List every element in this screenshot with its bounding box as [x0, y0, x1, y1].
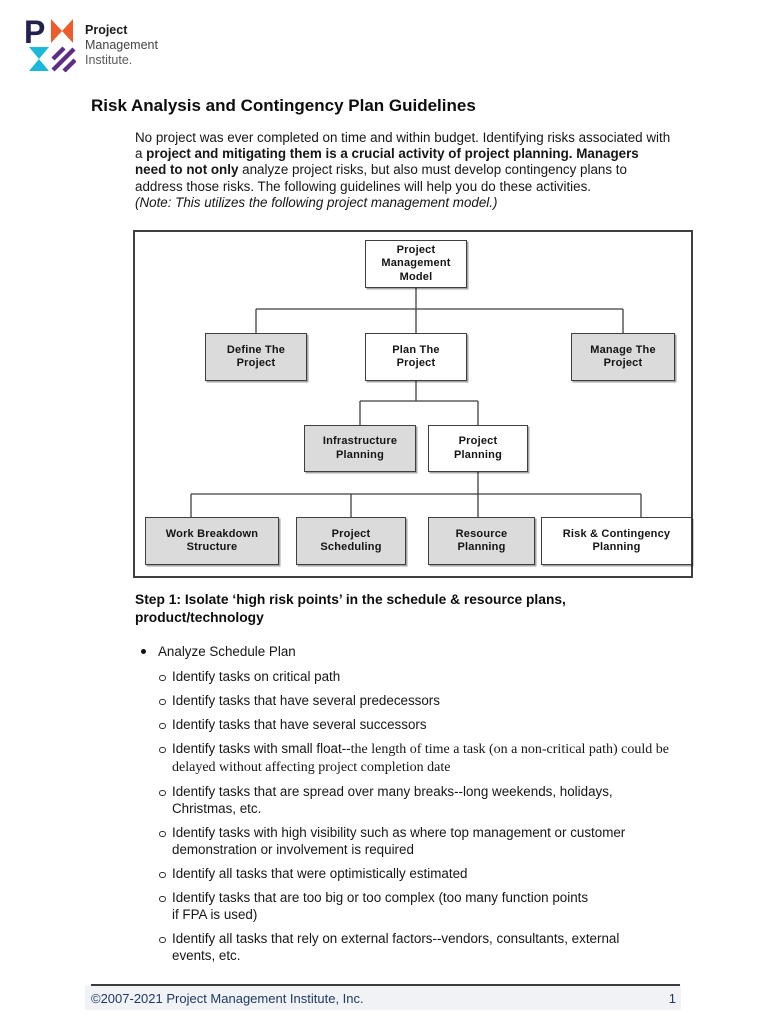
bullet-circle-icon	[159, 936, 166, 943]
footer-copyright: ©2007-2021 Project Management Institute,…	[91, 990, 364, 1006]
node-label: Infrastructure Planning	[322, 435, 398, 461]
pmi-logo-icon: P	[26, 18, 76, 72]
list-item-text-serif: the length of time a task (on a non-crit…	[172, 742, 669, 775]
bullet-circle-icon	[159, 871, 166, 878]
diagram-node-plan-the-project: Plan The Project	[365, 333, 467, 381]
logo-word-institute: Institute.	[85, 53, 133, 67]
list-item-text: Identify all tasks that rely on external…	[172, 931, 620, 963]
logo-word-project: Project	[85, 23, 128, 37]
node-label: Manage The Project	[590, 343, 656, 370]
page-title: Risk Analysis and Contingency Plan Guide…	[91, 96, 476, 115]
node-label: Define The Project	[226, 343, 286, 370]
intro-text-bold: project and mitigating them is a crucial…	[135, 146, 639, 178]
logo-word-management: Management	[85, 38, 158, 52]
list-item: Identify tasks that are spread over many…	[135, 783, 687, 817]
list-item: Identify all tasks that rely on external…	[135, 930, 687, 964]
bullet-circle-icon	[159, 789, 166, 796]
pmi-logo: P Project Management Institute.	[26, 18, 158, 72]
bullet-circle-icon	[159, 698, 166, 705]
list-item-text: Identify all tasks that were optimistica…	[172, 866, 468, 881]
bullet-circle-icon	[159, 895, 166, 902]
intro-text-2: analyze project risks, but also must dev…	[135, 162, 627, 194]
bullet-circle-icon	[159, 674, 166, 681]
intro-text-1: No project was ever completed on time an…	[135, 130, 671, 162]
diagram-node-risk-contingency-planning: Risk & Contingency Planning	[541, 517, 692, 565]
list-item-text: Identify tasks with high visibility such…	[172, 825, 626, 857]
list-item: Identify tasks that have several success…	[135, 716, 687, 733]
list-item: Identify tasks on critical path	[135, 668, 687, 685]
intro-note: (Note: This utilizes the following proje…	[135, 194, 498, 210]
svg-text:P: P	[26, 18, 45, 50]
diagram-node-project-scheduling: Project Scheduling	[296, 517, 406, 565]
footer-page-number: 1	[668, 990, 676, 1006]
list-item: Identify tasks that have several predece…	[135, 692, 687, 709]
list-item: Identify tasks with small float--the len…	[135, 740, 687, 776]
list-item: Identify all tasks that were optimistica…	[135, 865, 687, 882]
node-label: Project Planning	[453, 435, 503, 461]
list-item-text: Identify tasks that are spread over many…	[172, 784, 613, 816]
list-item-text: Identify tasks with small float--	[172, 741, 351, 756]
pmi-logo-wordmark: Project Management Institute.	[85, 23, 158, 68]
diagram-node-work-breakdown-structure: Work Breakdown Structure	[145, 517, 279, 565]
bullet-circle-icon	[159, 746, 166, 753]
list-item-analyze-schedule-plan: Analyze Schedule Plan	[135, 643, 687, 660]
diagram-connector-lines	[190, 288, 642, 517]
diagram-node-define-the-project: Define The Project	[205, 333, 307, 381]
list-item-text: Identify tasks that have several predece…	[172, 693, 440, 708]
diagram-node-project-planning: Project Planning	[428, 425, 528, 472]
list-item-text: Identify tasks on critical path	[172, 669, 341, 684]
list-item: Identify tasks that are too big or too c…	[135, 889, 687, 923]
diagram-node-infrastructure-planning: Infrastructure Planning	[304, 425, 416, 472]
node-label: Project Scheduling	[320, 527, 382, 554]
step1-heading: Step 1: Isolate ‘high risk points’ in th…	[135, 592, 566, 625]
list-item-text: Identify tasks that are too big or too c…	[172, 890, 589, 922]
step1-bullet-list: Analyze Schedule Plan Identify tasks on …	[135, 643, 687, 971]
node-label: Risk & Contingency Planning	[562, 527, 671, 554]
bullet-disc-icon	[141, 649, 146, 654]
node-label: Plan The Project	[392, 343, 440, 370]
node-label: Work Breakdown Structure	[165, 527, 259, 554]
list-item: Identify tasks with high visibility such…	[135, 824, 687, 858]
page-footer: ©2007-2021 Project Management Institute,…	[85, 986, 681, 1010]
intro-paragraph: No project was ever completed on time an…	[135, 130, 671, 211]
node-label: Project Management Model	[381, 243, 451, 283]
list-item-text: Identify tasks that have several success…	[172, 717, 427, 732]
bullet-circle-icon	[159, 830, 166, 837]
node-label: Resource Planning	[455, 527, 508, 554]
pm-model-diagram: Project Management Model Define The Proj…	[133, 230, 693, 578]
bullet-circle-icon	[159, 722, 166, 729]
list-item-text: Analyze Schedule Plan	[158, 644, 296, 659]
diagram-node-resource-planning: Resource Planning	[428, 517, 535, 565]
diagram-node-project-management-model: Project Management Model	[365, 240, 467, 288]
footer-divider	[91, 984, 680, 986]
diagram-node-manage-the-project: Manage The Project	[571, 333, 675, 381]
